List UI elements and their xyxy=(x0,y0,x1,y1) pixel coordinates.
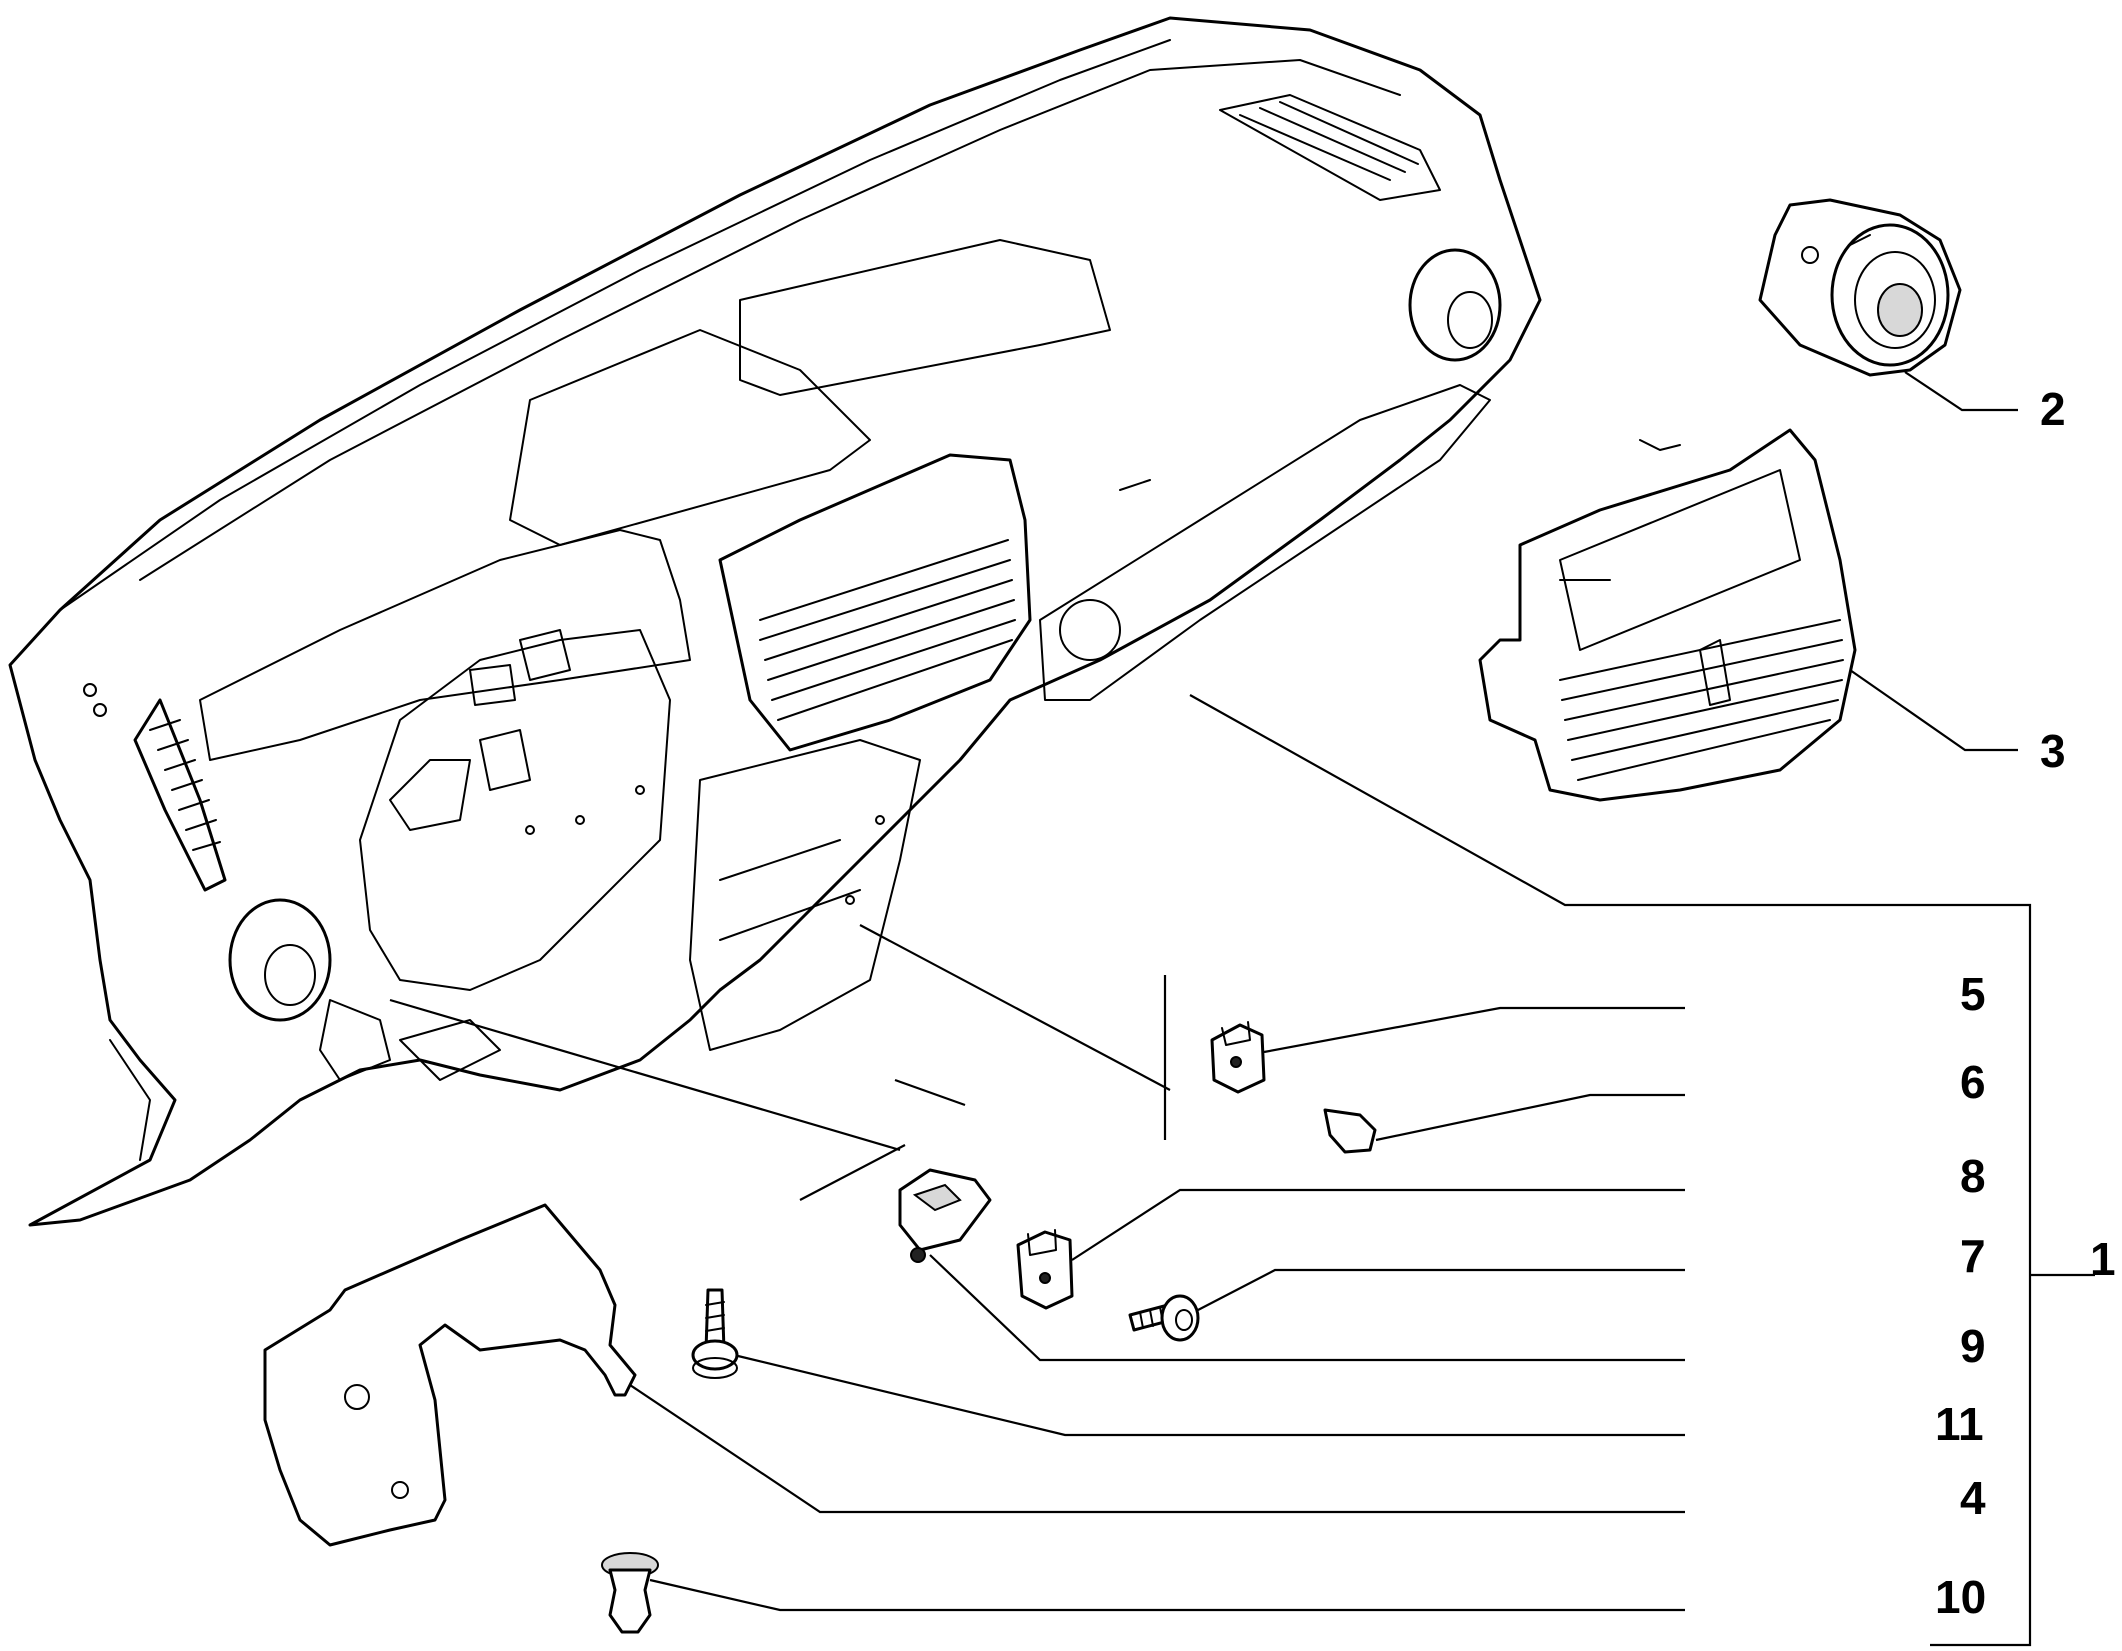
push-clip-part-10 xyxy=(601,1552,659,1634)
callout-4: 4 xyxy=(1960,1472,1986,1524)
leader-lines xyxy=(389,371,2095,1647)
callout-5: 5 xyxy=(1960,968,1986,1020)
center-air-vent-part-3 xyxy=(1478,428,1857,802)
callout-6: 6 xyxy=(1960,1056,1986,1108)
round-air-vent-part-2 xyxy=(1758,198,1962,377)
hook-part-9 xyxy=(898,1168,992,1263)
insulation-panel-part-4 xyxy=(263,1203,637,1547)
callout-8: 8 xyxy=(1960,1150,1986,1202)
left-vent-slats xyxy=(149,719,221,851)
callout-3: 3 xyxy=(2040,725,2066,777)
callout-9: 9 xyxy=(1960,1320,1986,1372)
callout-7: 7 xyxy=(1960,1230,1986,1282)
callout-11: 11 xyxy=(1935,1398,1984,1450)
callout-2: 2 xyxy=(2040,383,2066,435)
screw-part-7 xyxy=(1128,1294,1200,1342)
callout-labels: 2 3 5 6 8 7 1 9 11 4 10 xyxy=(1935,383,2116,1623)
plug-part-6 xyxy=(1323,1108,1377,1154)
defrost-grille xyxy=(1219,94,1441,201)
screw-part-11 xyxy=(691,1288,739,1379)
center-vent-grille-slats xyxy=(1559,619,1844,781)
center-vent-slats xyxy=(759,539,1016,721)
dashboard-assembly xyxy=(8,16,1542,1227)
clip-part-5 xyxy=(1210,1021,1266,1094)
callout-10: 10 xyxy=(1935,1571,1986,1623)
callout-1: 1 xyxy=(2090,1233,2116,1285)
clip-part-8 xyxy=(1016,1229,1074,1310)
